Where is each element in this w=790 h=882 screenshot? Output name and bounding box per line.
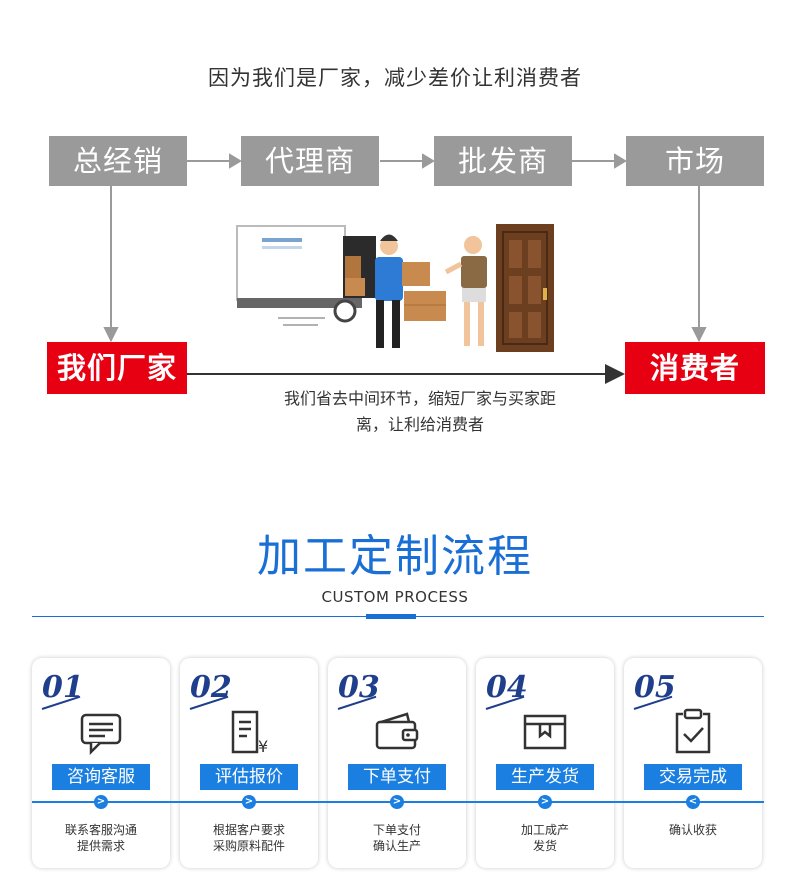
- svg-text:¥: ¥: [258, 737, 268, 756]
- distributor-box: 总经销: [49, 136, 187, 186]
- step-label: 评估报价: [200, 764, 298, 790]
- step-description: 下单支付 确认生产: [328, 822, 466, 854]
- step-number: 03: [338, 670, 380, 705]
- step-description-line1: 联系客服沟通: [64, 823, 137, 837]
- section-divider-accent: [366, 614, 416, 619]
- direct-arrow-head: [605, 364, 625, 384]
- timeline-arrow-icon: >: [390, 795, 404, 809]
- step-description-line2: 发货: [532, 839, 557, 853]
- step-number: 04: [486, 670, 528, 705]
- step-number: 01: [42, 670, 84, 705]
- step-card-4: 04 生产发货 加工成产 发货: [476, 658, 614, 868]
- chat-icon: [80, 713, 122, 756]
- section-subtitle: CUSTOM PROCESS: [321, 588, 469, 606]
- quote-document-icon: ¥: [231, 710, 268, 756]
- step-description-line1: 下单支付: [372, 823, 421, 837]
- step-label: 咨询客服: [52, 764, 150, 790]
- step-description: 加工成产 发货: [476, 822, 614, 854]
- step-description: 确认收获: [624, 822, 762, 838]
- step-description: 联系客服沟通 提供需求: [32, 822, 170, 854]
- delivery-illustration: [236, 224, 554, 352]
- arrow-down-right-head: [691, 327, 707, 343]
- factory-box: 我们厂家: [47, 342, 187, 394]
- arrow-2-head: [422, 153, 435, 169]
- step-description-line1: 根据客户要求: [212, 823, 285, 837]
- flow-arrows: [103, 153, 707, 384]
- step-label: 下单支付: [348, 764, 446, 790]
- step-card-2: 02 ¥ 评估报价 根据客户要求 采购原料配件: [180, 658, 318, 868]
- step-description-line1: 加工成产: [520, 823, 569, 837]
- box-icon: [523, 714, 567, 750]
- timeline-arrow-icon: >: [94, 795, 108, 809]
- step-card-1: 01 咨询客服 联系客服沟通 提供需求: [32, 658, 170, 868]
- timeline-arrow-icon: <: [686, 795, 700, 809]
- step-card-5: 05 交易完成 确认收获: [624, 658, 762, 868]
- savings-note-line1: 我们省去中间环节，缩短厂家与买家距: [283, 389, 556, 408]
- arrow-3-head: [614, 153, 627, 169]
- step-description-line2: 确认生产: [372, 839, 421, 853]
- step-description-line2: 采购原料配件: [212, 839, 285, 853]
- timeline-arrow-icon: >: [242, 795, 256, 809]
- clipboard-check-icon: [675, 708, 711, 754]
- headline: 因为我们是厂家，减少差价让利消费者: [208, 66, 582, 90]
- arrow-down-left-head: [103, 327, 119, 343]
- agent-box: 代理商: [241, 136, 379, 186]
- truck-body: [236, 225, 346, 301]
- step-number: 05: [634, 670, 676, 705]
- step-label: 生产发货: [496, 764, 594, 790]
- step-label: 交易完成: [644, 764, 742, 790]
- step-description-line1: 确认收获: [668, 823, 717, 837]
- savings-note: 我们省去中间环节，缩短厂家与买家距 离，让利给消费者: [250, 386, 590, 438]
- market-box: 市场: [626, 136, 764, 186]
- step-description: 根据客户要求 采购原料配件: [180, 822, 318, 854]
- arrow-1-head: [229, 153, 242, 169]
- savings-note-line2: 离，让利给消费者: [355, 415, 484, 434]
- timeline-arrow-icon: >: [538, 795, 552, 809]
- section-title: 加工定制流程: [257, 531, 533, 582]
- wholesaler-box: 批发商: [434, 136, 572, 186]
- step-card-3: 03 下单支付 下单支付 确认生产: [328, 658, 466, 868]
- consumer-box: 消费者: [625, 342, 765, 394]
- step-number: 02: [190, 670, 232, 705]
- truck-base: [237, 298, 362, 308]
- step-description-line2: 提供需求: [76, 839, 125, 853]
- wallet-icon: [375, 712, 419, 750]
- truck-wheel: [333, 299, 357, 323]
